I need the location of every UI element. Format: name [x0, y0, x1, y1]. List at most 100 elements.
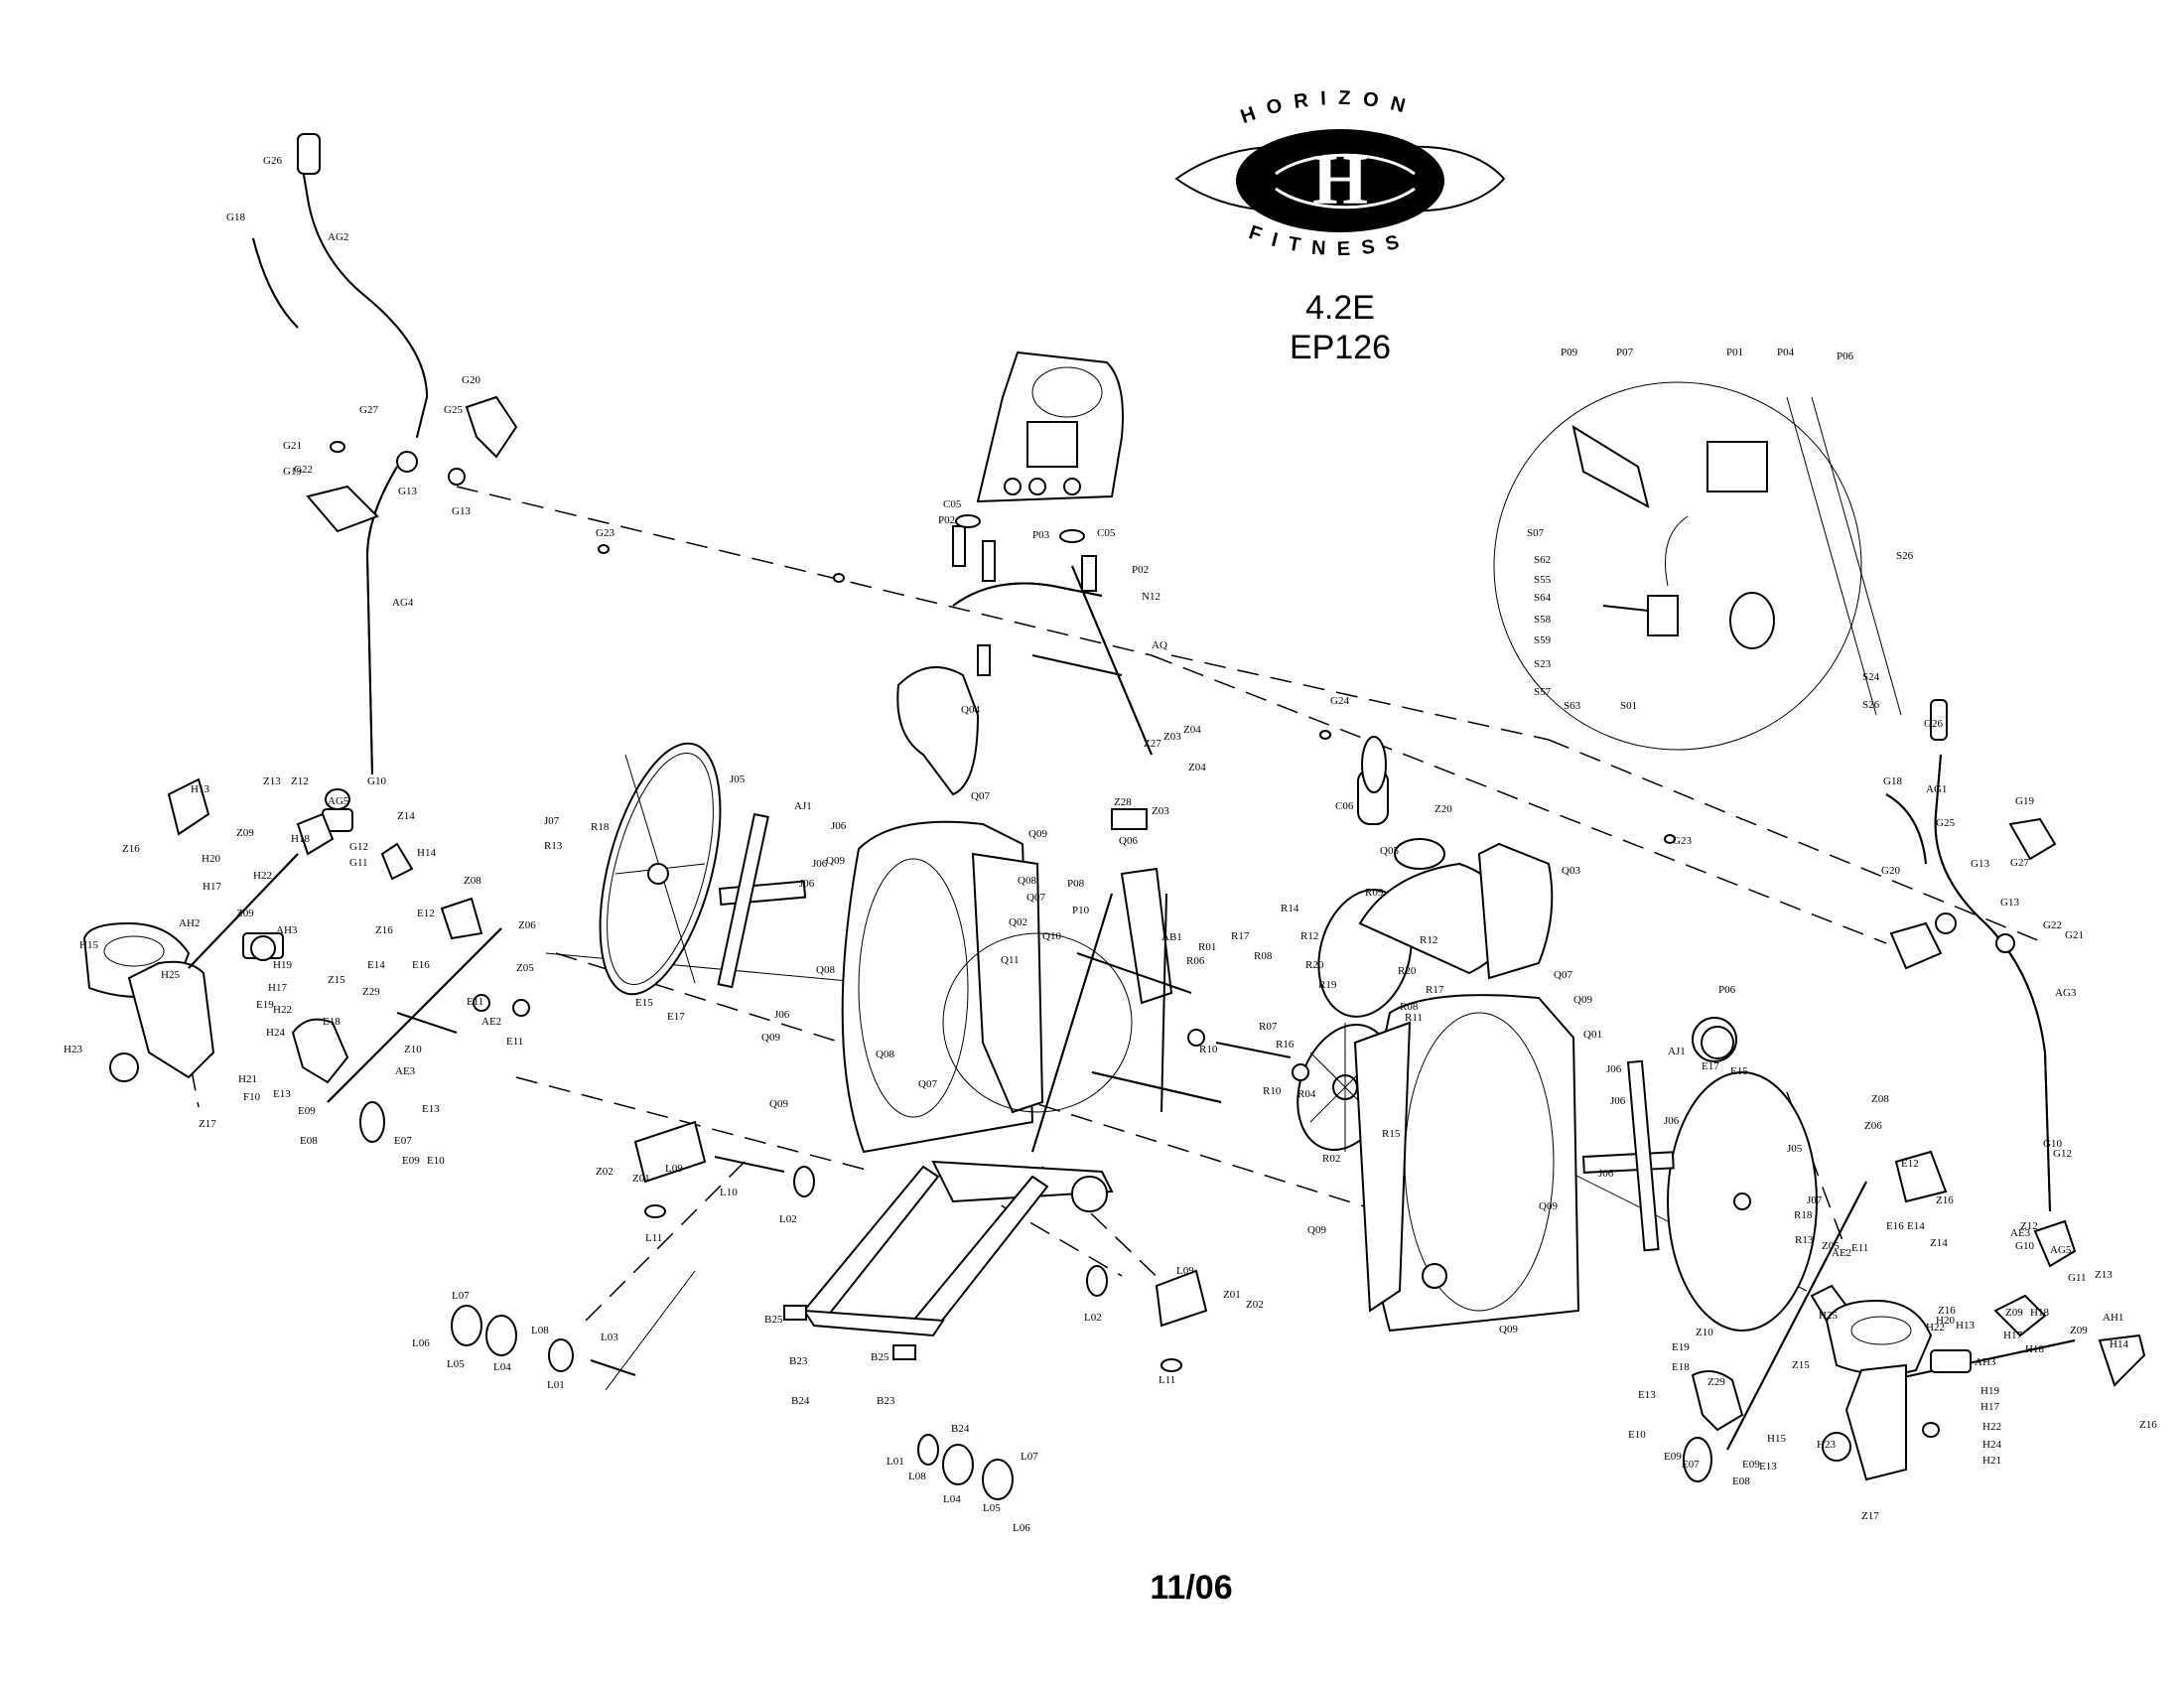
- part-label: Z15: [328, 974, 345, 986]
- part-label: L10: [720, 1187, 738, 1198]
- part-label: G20: [1881, 865, 1900, 877]
- part-label: Q09: [1539, 1200, 1558, 1212]
- logo-top-text: HORIZON: [1238, 87, 1420, 128]
- part-label: S23: [1534, 658, 1552, 670]
- part-label: H17: [203, 881, 221, 893]
- part-label: P10: [1072, 905, 1090, 916]
- part-label: E14: [1907, 1220, 1925, 1232]
- part-label: H19: [273, 959, 292, 971]
- part-label: Q07: [971, 790, 990, 802]
- part-label: Z16: [2139, 1419, 2157, 1431]
- part-label: H21: [1982, 1455, 2001, 1467]
- part-label: Z05: [516, 962, 534, 974]
- part-label: G12: [2053, 1148, 2072, 1160]
- part-label: Z08: [1871, 1093, 1889, 1105]
- part-label: E08: [1732, 1475, 1750, 1487]
- part-label: AG4: [392, 597, 414, 609]
- part-label: G11: [349, 857, 368, 869]
- part-label: J06: [774, 1009, 790, 1021]
- part-label: J06: [812, 858, 828, 870]
- part-label: Q09: [826, 855, 845, 867]
- part-label: Z10: [1696, 1327, 1713, 1338]
- part-label: Q09: [1499, 1324, 1518, 1335]
- part-label: G10: [2015, 1240, 2034, 1252]
- part-label: Z09: [236, 908, 254, 919]
- part-label: G19: [2015, 795, 2034, 807]
- part-label: B24: [791, 1395, 810, 1407]
- part-label: Z28: [1114, 796, 1132, 808]
- part-label: P02: [1132, 564, 1149, 576]
- part-label: E11: [506, 1036, 523, 1048]
- part-label: G13: [452, 505, 471, 517]
- revision-date: 11/06: [1150, 1569, 1233, 1607]
- part-label: S57: [1534, 686, 1552, 698]
- part-label: Z16: [375, 924, 393, 936]
- part-label: Z27: [1144, 738, 1161, 750]
- part-label: Z05: [1822, 1240, 1840, 1252]
- part-label: G19: [283, 466, 302, 478]
- part-label: G26: [263, 155, 282, 167]
- part-label: L01: [887, 1456, 904, 1468]
- part-label: P03: [1032, 529, 1050, 541]
- part-label: Z14: [1930, 1237, 1948, 1249]
- part-label: J05: [1787, 1143, 1803, 1155]
- part-label: S59: [1534, 634, 1552, 646]
- part-label: E09: [1742, 1459, 1760, 1471]
- part-label: E14: [367, 959, 385, 971]
- part-label: L06: [1013, 1522, 1030, 1534]
- part-label: Z09: [2005, 1307, 2023, 1319]
- part-label: R13: [1795, 1234, 1814, 1246]
- part-label: E12: [1901, 1158, 1919, 1170]
- part-label: B23: [789, 1355, 808, 1367]
- part-label: S55: [1534, 574, 1552, 586]
- part-label: G22: [2043, 919, 2062, 931]
- part-label: H22: [1926, 1322, 1945, 1333]
- part-label: Z12: [2020, 1220, 2038, 1232]
- part-label: Z13: [263, 775, 281, 787]
- part-label: Q07: [1026, 892, 1045, 904]
- part-label: H18: [2025, 1343, 2044, 1355]
- part-label: AG3: [2055, 987, 2077, 999]
- part-label: E09: [298, 1105, 316, 1117]
- part-label: Q02: [1009, 916, 1027, 928]
- part-label: Q09: [761, 1032, 780, 1044]
- part-label: Q04: [961, 704, 980, 716]
- part-label: Q10: [1042, 930, 1061, 942]
- part-label: G13: [2000, 897, 2019, 909]
- part-label: Q09: [1573, 994, 1592, 1006]
- part-label: L08: [531, 1325, 549, 1336]
- part-label: P09: [1561, 347, 1578, 358]
- part-label: Z06: [1864, 1120, 1882, 1132]
- horizon-fitness-logo: H HORIZON FITNESS: [1174, 87, 1506, 260]
- part-label: H22: [253, 870, 272, 882]
- model-name: 4.2E: [1305, 289, 1375, 327]
- part-label: G23: [1673, 835, 1692, 847]
- part-label: Q03: [1562, 865, 1580, 877]
- part-label: Z15: [1792, 1359, 1810, 1371]
- part-label: E19: [1672, 1341, 1690, 1353]
- right-disc-and-arm: [1581, 1059, 1948, 1482]
- part-label: Z14: [397, 810, 415, 822]
- motor-detail-inset: [1493, 381, 1902, 751]
- part-label: E07: [1682, 1459, 1700, 1471]
- part-label: Z03: [1152, 805, 1169, 817]
- part-label: E16: [1886, 1220, 1904, 1232]
- part-label: H14: [2110, 1338, 2128, 1350]
- part-label: Q07: [1554, 969, 1572, 981]
- part-label: L01: [547, 1379, 565, 1391]
- part-label: L07: [1021, 1451, 1038, 1463]
- part-label: J05: [730, 773, 746, 785]
- part-label: G21: [283, 440, 302, 452]
- part-label: Z01: [632, 1173, 650, 1185]
- part-label: Z09: [2070, 1325, 2088, 1336]
- part-label: G13: [398, 486, 417, 497]
- part-label: H20: [202, 853, 220, 865]
- part-label: P02: [938, 514, 955, 526]
- part-label: AG2: [328, 231, 348, 243]
- part-label: S64: [1534, 592, 1552, 604]
- part-label: J07: [1807, 1194, 1823, 1206]
- part-label: Q09: [1028, 828, 1047, 840]
- part-label: Q11: [1001, 954, 1020, 966]
- part-label: E13: [422, 1103, 440, 1115]
